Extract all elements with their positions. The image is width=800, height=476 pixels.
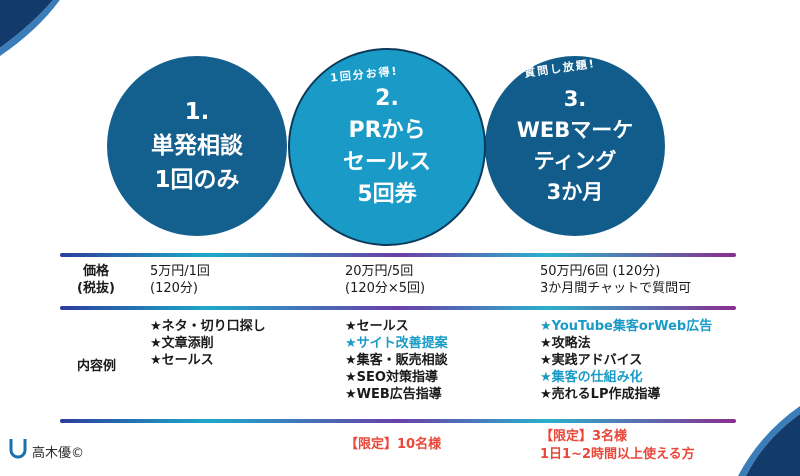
content-item: ★集客・販売相談	[345, 353, 448, 368]
divider	[60, 253, 736, 257]
brand-name: 高木優©	[32, 445, 85, 461]
limited-note-plan-3: 【限定】3名様 1日1~2時間以上使える方	[540, 429, 695, 462]
price-plan-1: 5万円/1回 (120分)	[150, 264, 210, 296]
corner-decoration-bottom-right	[730, 406, 800, 476]
content-label: 内容例	[77, 359, 117, 374]
corner-decoration-top-left	[0, 0, 64, 64]
content-item: ★実践アドバイス	[540, 353, 643, 368]
price-plan-2: 20万円/5回 (120分×5回)	[345, 264, 426, 296]
price-label: 価格 (税抜)	[77, 264, 115, 296]
u-magnet-icon	[8, 437, 28, 465]
content-item: ★売れるLP作成指導	[540, 387, 661, 402]
brand: 高木優©	[8, 437, 84, 465]
content-item: ★サイト改善提案	[345, 336, 448, 351]
content-list-plan-2: ★セールス ★サイト改善提案 ★集客・販売相談 ★SEO対策指導 ★WEB広告指導	[345, 318, 448, 403]
content-item: ★セールス	[345, 319, 409, 334]
content-item: ★攻略法	[540, 336, 591, 351]
divider	[60, 419, 736, 423]
content-item: ★集客の仕組み化	[540, 370, 643, 385]
content-item: ★WEB広告指導	[345, 387, 442, 402]
plan-circle-single: 1. 単発相談 1回のみ	[107, 56, 287, 236]
content-list-plan-1: ★ネタ・切り口探し ★文章添削 ★セールス	[150, 318, 266, 369]
content-item: ★文章添削	[150, 336, 214, 351]
content-item: ★ネタ・切り口探し	[150, 319, 266, 334]
plan-title: 3. WEBマーケ ティング 3か月	[516, 87, 634, 204]
price-plan-3: 50万円/6回 (120分) 3か月間チャットで質問可	[540, 264, 692, 296]
plan-title: 2. PRから セールス 5回券	[342, 86, 431, 207]
content-item: ★YouTube集客orWeb広告	[540, 319, 713, 334]
plan-circle-five-pack: 2. PRから セールス 5回券	[288, 48, 486, 246]
plan-circle-web-marketing: 3. WEBマーケ ティング 3か月	[485, 56, 665, 236]
content-item: ★SEO対策指導	[345, 370, 438, 385]
content-item: ★セールス	[150, 353, 214, 368]
divider	[60, 306, 736, 310]
plan-title: 1. 単発相談 1回のみ	[151, 99, 243, 193]
limited-note-plan-2: 【限定】10名様	[345, 437, 442, 452]
content-list-plan-3: ★YouTube集客orWeb広告 ★攻略法 ★実践アドバイス ★集客の仕組み化 ★売れ…	[540, 318, 712, 403]
